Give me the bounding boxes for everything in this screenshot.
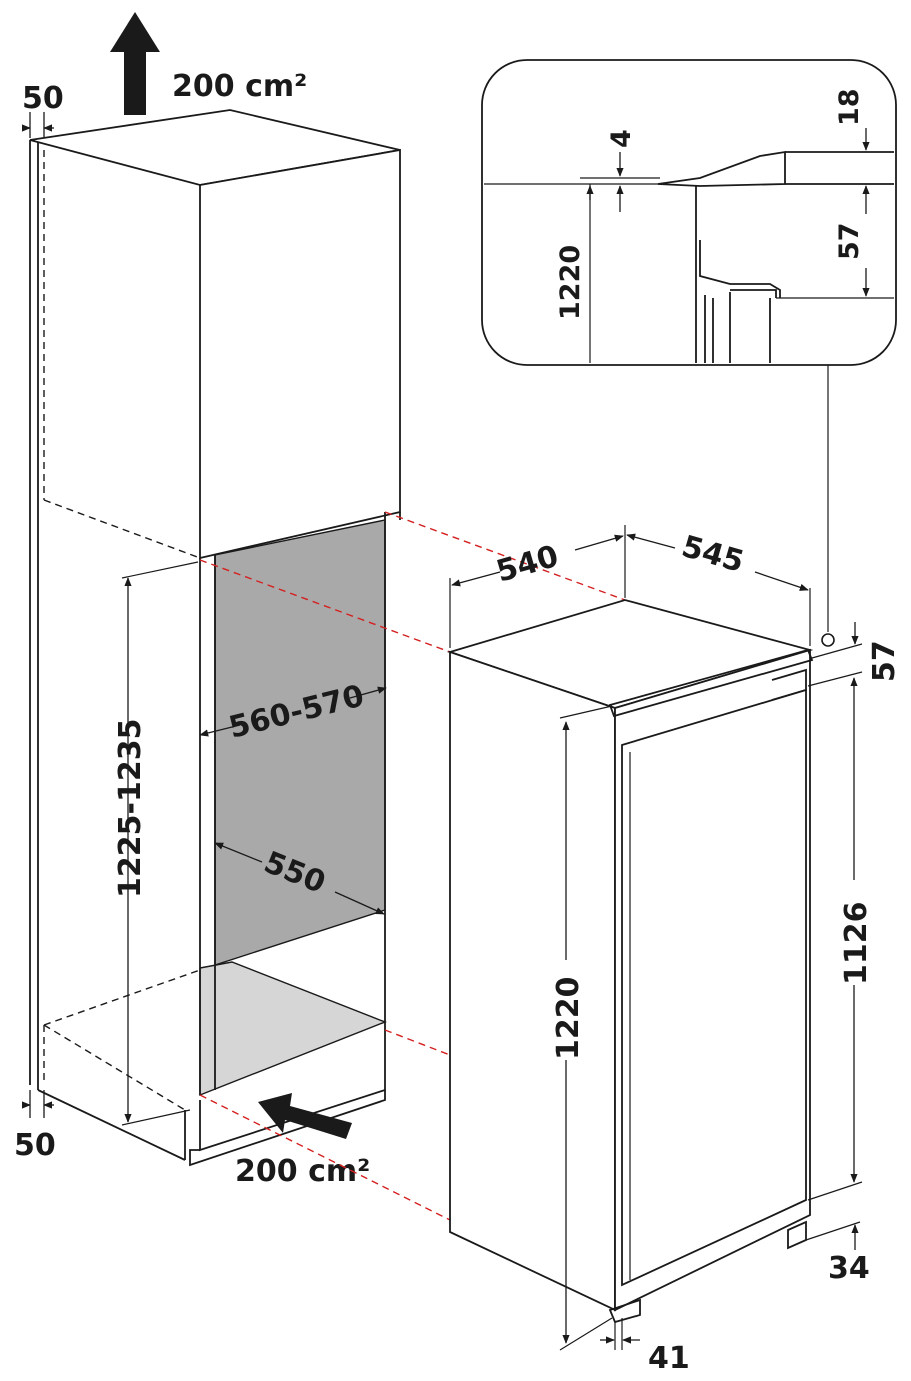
- gap-top-label: 50: [22, 81, 64, 116]
- detail-top-label: 18: [834, 88, 865, 126]
- niche-floor: [199, 961, 387, 1097]
- cabinet: [29, 109, 401, 1167]
- vent-arrow-top: [110, 12, 160, 115]
- gap-top-dimension: [21, 112, 54, 138]
- appliance-width-dimension: [449, 525, 626, 648]
- detail-inset: [481, 59, 897, 366]
- niche-height-dimension: [121, 561, 199, 1126]
- detail-gap-label: 4: [606, 129, 637, 148]
- appliance: [447, 365, 835, 1324]
- appliance-depth-label: 545: [678, 529, 748, 580]
- vent-arrow-bottom: [258, 1093, 352, 1139]
- door-height-label: 1126: [839, 902, 874, 986]
- top-offset-label: 57: [867, 640, 902, 682]
- top-offset-dimension: [811, 622, 863, 659]
- door-height-dimension: [807, 671, 863, 1201]
- gap-bottom-label: 50: [14, 1128, 56, 1163]
- appliance-width-label: 540: [493, 539, 563, 590]
- gap-bottom-dimension: [21, 1090, 54, 1118]
- door-offset-label: 41: [648, 1341, 690, 1376]
- niche-height-label: 1225-1235: [113, 719, 148, 898]
- detail-height-label: 1220: [555, 245, 586, 320]
- door-offset-dimension: [600, 1318, 640, 1350]
- niche-depth-dimension: [214, 842, 385, 915]
- appliance-height-label: 1220: [551, 977, 586, 1061]
- appliance-height-dimension: [559, 705, 613, 1351]
- vent-bottom-label: 200 cm²: [235, 1154, 370, 1189]
- detail-frame: [481, 59, 897, 366]
- cabinet-right-face: [199, 148, 401, 560]
- appliance-depth-dimension: [626, 533, 811, 646]
- bottom-offset-label: 34: [828, 1251, 870, 1286]
- bottom-offset-dimension: [805, 1221, 861, 1250]
- detail-offset-label: 57: [834, 222, 865, 260]
- appliance-door: [621, 688, 807, 1287]
- appliance-front: [449, 650, 616, 1312]
- vent-top-label: 200 cm²: [172, 69, 307, 104]
- niche-width-dimension: [199, 686, 387, 737]
- alignment-lines: [199, 511, 626, 1221]
